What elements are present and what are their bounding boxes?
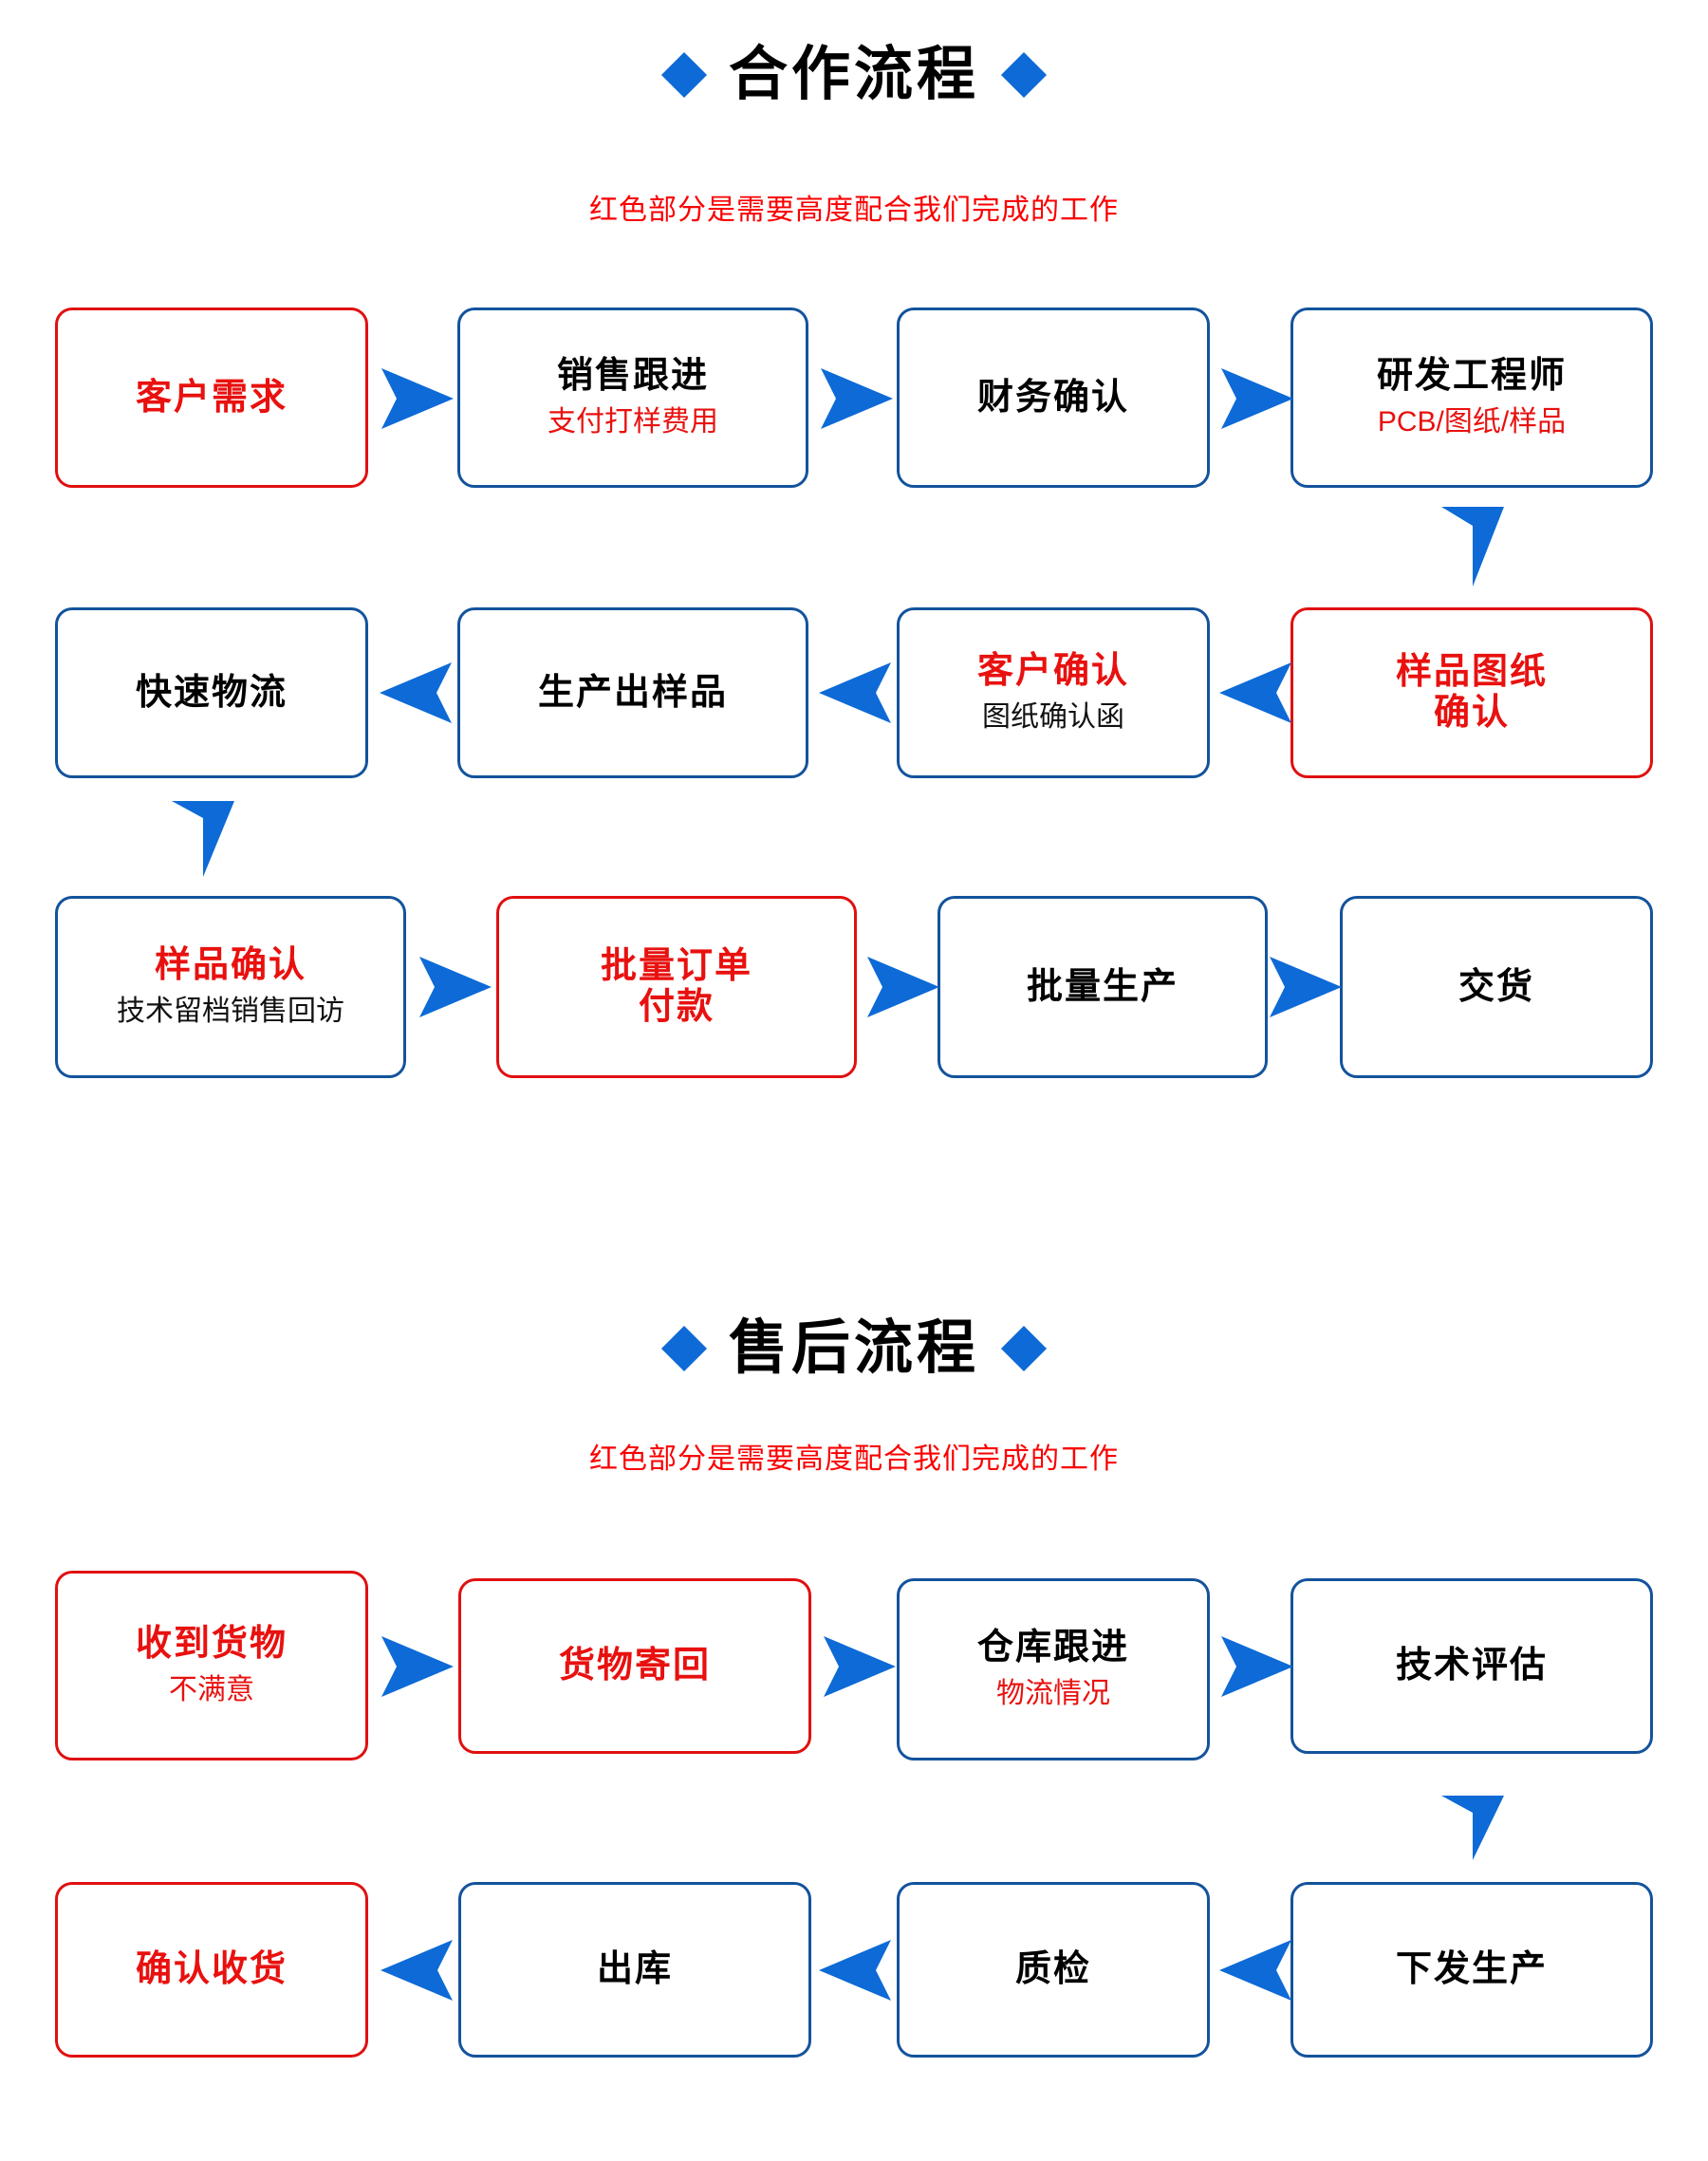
arrow-right-bulk-order-payment-to-bulk-production bbox=[865, 951, 941, 1023]
arrow-down-fast-logistics-to-sample-confirm bbox=[166, 797, 240, 881]
arrow-right-customer-demand-to-sales-follow-up bbox=[380, 363, 455, 435]
arrow-right-sample-confirm-to-bulk-order-payment bbox=[418, 951, 493, 1023]
diamond-icon-left bbox=[660, 51, 708, 99]
node-main-label: 交货 bbox=[1457, 966, 1534, 1007]
node-goods-received[interactable]: 收到货物 不满意 bbox=[55, 1571, 368, 1760]
node-main-label: 样品确认 bbox=[154, 945, 306, 986]
node-technical-assessment[interactable]: 技术评估 bbox=[1290, 1578, 1653, 1754]
node-main-label: 客户确认 bbox=[976, 651, 1129, 692]
diamond-icon-right bbox=[1000, 51, 1048, 99]
arrow-left-issue-production-to-quality-check bbox=[1217, 1934, 1293, 2006]
node-main-label: 销售跟进 bbox=[556, 356, 709, 397]
node-main-label: 出库 bbox=[596, 1949, 673, 1990]
section-title-after-sales: 售后流程 bbox=[0, 1319, 1708, 1378]
node-bulk-order-payment[interactable]: 批量订单 付款 bbox=[496, 896, 857, 1078]
diamond-icon-left bbox=[660, 1325, 708, 1372]
node-main-label: 生产出样品 bbox=[537, 672, 728, 713]
node-finance-confirm[interactable]: 财务确认 bbox=[897, 307, 1210, 488]
node-main-label: 样品图纸 确认 bbox=[1395, 652, 1548, 733]
node-customer-demand[interactable]: 客户需求 bbox=[55, 307, 368, 488]
node-sales-follow-up[interactable]: 销售跟进 支付打样费用 bbox=[457, 307, 808, 488]
node-outbound[interactable]: 出库 bbox=[458, 1882, 811, 2058]
node-main-label: 仓库跟进 bbox=[976, 1628, 1129, 1668]
node-main-label: 快速物流 bbox=[135, 672, 288, 713]
node-main-label: 研发工程师 bbox=[1376, 356, 1567, 397]
node-main-label: 批量生产 bbox=[1026, 966, 1179, 1007]
node-main-label: 货物寄回 bbox=[558, 1646, 711, 1686]
node-issue-production[interactable]: 下发生产 bbox=[1290, 1882, 1653, 2058]
arrow-left-sample-drawing-confirm-to-customer-confirm bbox=[1217, 657, 1293, 729]
section-subtitle-cooperation: 红色部分是需要高度配合我们完成的工作 bbox=[589, 195, 1119, 226]
node-produce-sample[interactable]: 生产出样品 bbox=[457, 607, 808, 778]
node-sub-label: 图纸确认函 bbox=[982, 701, 1124, 734]
node-sub-label: 支付打样费用 bbox=[548, 406, 718, 438]
node-bulk-production[interactable]: 批量生产 bbox=[938, 896, 1268, 1078]
node-delivery[interactable]: 交货 bbox=[1340, 896, 1653, 1078]
arrow-left-outbound-to-confirm-receipt bbox=[379, 1934, 455, 2006]
arrow-right-goods-returned-to-warehouse-follow-up bbox=[822, 1630, 898, 1703]
node-main-label: 确认收货 bbox=[135, 1949, 288, 1990]
node-sample-confirm[interactable]: 样品确认 技术留档销售回访 bbox=[55, 896, 406, 1078]
node-sub-label: PCB/图纸/样品 bbox=[1377, 406, 1567, 438]
arrow-right-warehouse-follow-up-to-technical-assessment bbox=[1219, 1630, 1295, 1703]
node-main-label: 下发生产 bbox=[1395, 1949, 1548, 1990]
arrow-right-sales-follow-up-to-finance-confirm bbox=[819, 363, 895, 435]
node-fast-logistics[interactable]: 快速物流 bbox=[55, 607, 368, 778]
diamond-icon-right bbox=[1000, 1325, 1048, 1372]
node-sub-label: 物流情况 bbox=[996, 1678, 1110, 1710]
node-main-label: 财务确认 bbox=[976, 377, 1129, 418]
node-goods-returned[interactable]: 货物寄回 bbox=[458, 1578, 811, 1754]
node-customer-confirm[interactable]: 客户确认 图纸确认函 bbox=[897, 607, 1210, 778]
node-main-label: 质检 bbox=[1014, 1949, 1091, 1990]
arrow-down-technical-assessment-to-issue-production bbox=[1436, 1792, 1510, 1864]
node-main-label: 技术评估 bbox=[1395, 1646, 1548, 1686]
node-rd-engineer[interactable]: 研发工程师 PCB/图纸/样品 bbox=[1290, 307, 1653, 488]
node-main-label: 收到货物 bbox=[135, 1624, 288, 1665]
arrow-right-goods-received-to-goods-returned bbox=[380, 1630, 455, 1703]
section-title-text: 合作流程 bbox=[728, 42, 979, 107]
node-confirm-receipt[interactable]: 确认收货 bbox=[55, 1882, 368, 2058]
arrow-left-quality-check-to-outbound bbox=[817, 1934, 893, 2006]
node-sub-label: 技术留档销售回访 bbox=[117, 996, 344, 1028]
arrow-down-rd-engineer-to-sample-drawing-confirm bbox=[1436, 503, 1510, 590]
section-title-text: 售后流程 bbox=[728, 1315, 979, 1381]
section-title-cooperation: 合作流程 bbox=[0, 46, 1708, 104]
section-subtitle-after-sales: 红色部分是需要高度配合我们完成的工作 bbox=[589, 1444, 1119, 1475]
arrow-left-produce-sample-to-fast-logistics bbox=[378, 657, 454, 729]
node-main-label: 客户需求 bbox=[135, 377, 288, 418]
node-main-label: 批量订单 付款 bbox=[600, 946, 752, 1027]
arrow-right-finance-confirm-to-rd-engineer bbox=[1219, 363, 1295, 435]
node-quality-check[interactable]: 质检 bbox=[897, 1882, 1210, 2058]
node-sample-drawing-confirm[interactable]: 样品图纸 确认 bbox=[1290, 607, 1653, 778]
node-sub-label: 不满意 bbox=[169, 1674, 254, 1706]
node-warehouse-follow-up[interactable]: 仓库跟进 物流情况 bbox=[897, 1578, 1210, 1760]
arrow-left-customer-confirm-to-produce-sample bbox=[817, 657, 893, 729]
arrow-right-bulk-production-to-delivery bbox=[1268, 951, 1344, 1023]
